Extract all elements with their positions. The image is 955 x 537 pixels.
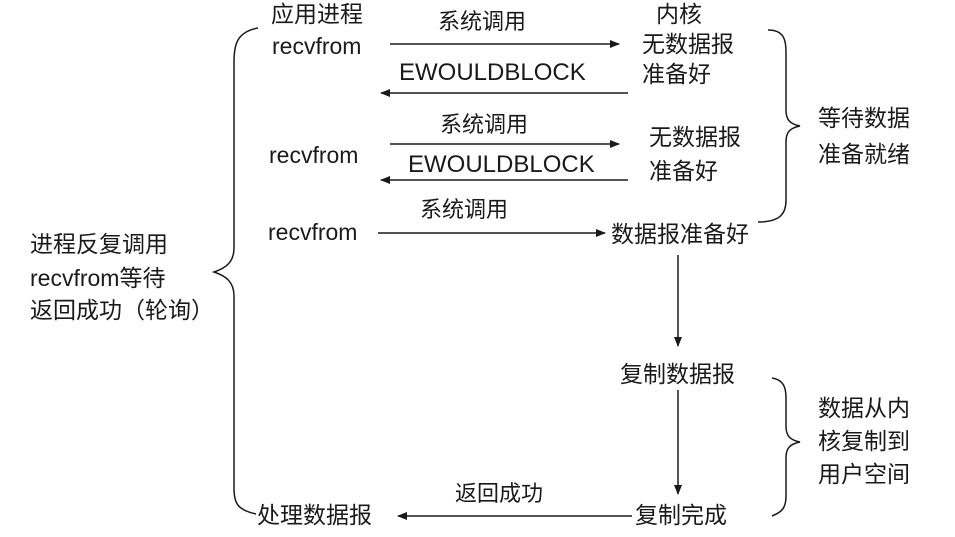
kernel-state: 无数据报 准备好 bbox=[649, 121, 741, 189]
kernel-state-line: 准备好 bbox=[642, 62, 711, 88]
wait-phase-brace bbox=[757, 29, 801, 223]
ewouldblock-label: EWOULDBLOCK bbox=[399, 59, 586, 86]
recvfrom-label: recvfrom bbox=[268, 219, 358, 245]
syscall-label: 系统调用 bbox=[440, 113, 529, 138]
ewouldblock-label: EWOULDBLOCK bbox=[408, 151, 595, 178]
kernel-state-line: 无数据报 bbox=[642, 32, 734, 58]
return-success-label: 返回成功 bbox=[455, 482, 544, 507]
left-note: 进程反复调用 recvfrom等待 返回成功（轮询） bbox=[30, 229, 214, 328]
copy-phase-brace bbox=[771, 377, 801, 517]
kernel-header: 内核 bbox=[656, 2, 702, 28]
wait-phase-line: 准备就绪 bbox=[818, 142, 910, 168]
kernel-state: 无数据报 准备好 bbox=[642, 30, 734, 90]
left-brace bbox=[211, 27, 259, 515]
recvfrom-label: recvfrom bbox=[272, 33, 362, 59]
process-datagram-label: 处理数据报 bbox=[257, 503, 372, 529]
wait-phase-line: 等待数据 bbox=[818, 106, 910, 132]
copy-phase-line: 核复制到 bbox=[818, 429, 910, 455]
process-header: 应用进程 bbox=[271, 2, 363, 28]
copy-phase-line: 用户空间 bbox=[818, 462, 910, 488]
syscall-label: 系统调用 bbox=[420, 198, 509, 223]
copy-datagram-label: 复制数据报 bbox=[620, 362, 735, 388]
copy-phase-line: 数据从内 bbox=[818, 396, 910, 422]
left-note-line: recvfrom等待 bbox=[30, 265, 166, 291]
recvfrom-label: recvfrom bbox=[269, 142, 359, 168]
datagram-ready-label: 数据报准备好 bbox=[611, 222, 749, 248]
syscall-label: 系统调用 bbox=[438, 10, 527, 35]
copy-phase-label: 数据从内 核复制到 用户空间 bbox=[818, 393, 910, 492]
kernel-state-line: 准备好 bbox=[649, 159, 718, 185]
wait-phase-label: 等待数据 准备就绪 bbox=[818, 101, 910, 173]
copy-done-label: 复制完成 bbox=[635, 503, 727, 529]
kernel-state-line: 无数据报 bbox=[649, 125, 741, 151]
left-note-line: 返回成功（轮询） bbox=[30, 298, 214, 324]
left-note-line: 进程反复调用 bbox=[30, 232, 168, 258]
